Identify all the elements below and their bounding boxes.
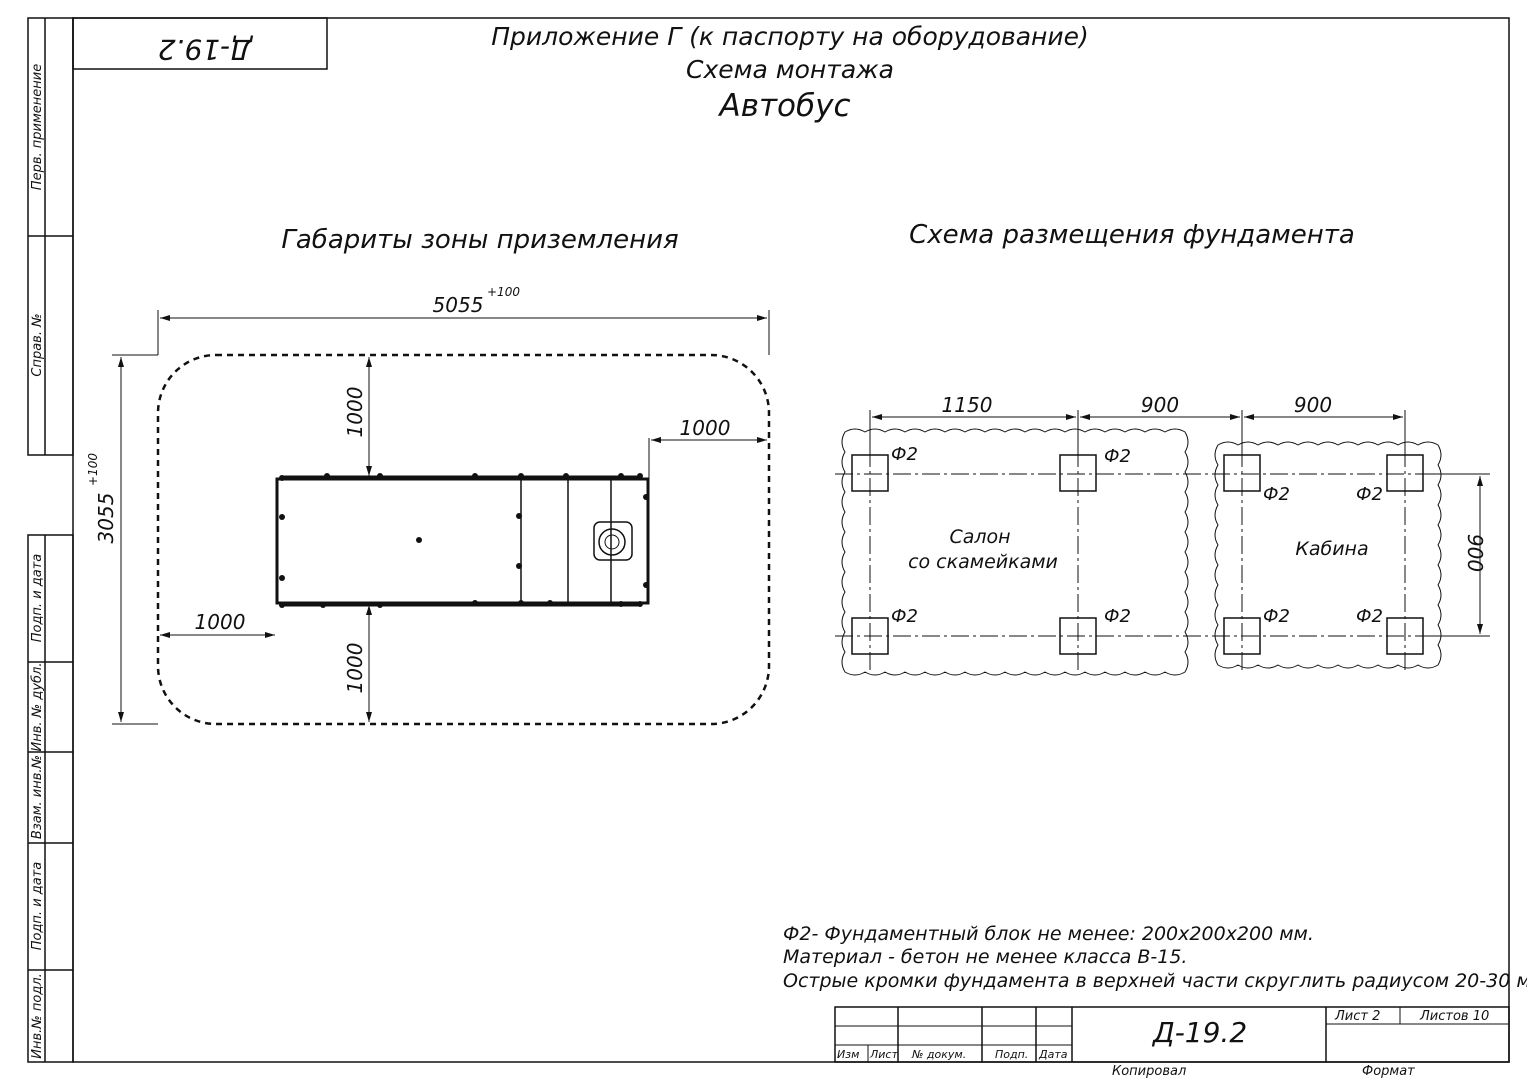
block-label-8: Ф2 bbox=[1356, 606, 1383, 627]
dim-height-text: 3055 bbox=[94, 493, 118, 544]
block-label-7: Ф2 bbox=[1263, 606, 1290, 627]
title-block bbox=[834, 1006, 1510, 1063]
bus-body bbox=[275, 475, 650, 607]
bus-bolts bbox=[279, 473, 649, 608]
side-label-podp-data-1: Подп. и дата bbox=[30, 554, 45, 643]
left-view-title: Габариты зоны приземления bbox=[281, 225, 678, 255]
block-label-1: Ф2 bbox=[891, 444, 918, 465]
col-podp: Подп. bbox=[995, 1048, 1028, 1061]
side-label-sprav-no: Справ. № bbox=[30, 313, 45, 376]
block-label-4: Ф2 bbox=[1356, 484, 1383, 505]
salon-foundation-zone bbox=[841, 428, 1189, 676]
dim-900-a-text: 900 bbox=[1141, 393, 1179, 417]
copied-label: Копировал bbox=[1112, 1064, 1186, 1079]
steering-wheel-icon bbox=[593, 521, 633, 561]
note-line-3: Острые кромки фундамента в верхней части… bbox=[783, 970, 1527, 992]
header-line-1: Приложение Г (к паспорту на оборудование… bbox=[491, 22, 1089, 51]
side-label-inv-dubl: Инв. № дубл. bbox=[30, 663, 45, 752]
title-block-code: Д-19.2 bbox=[1151, 1016, 1247, 1049]
header-line-3: Автобус bbox=[717, 88, 850, 124]
title-block-sheets: Листов 10 bbox=[1419, 1009, 1489, 1024]
dim-1150-text: 1150 bbox=[942, 393, 993, 417]
note-line-1: Ф2- Фундаментный блок не менее: 200х200х… bbox=[783, 923, 1314, 945]
code-box-top: Д-19.2 bbox=[72, 17, 328, 70]
dim-900-b-text: 900 bbox=[1294, 393, 1332, 417]
block-label-3: Ф2 bbox=[1263, 484, 1290, 505]
dim-width-text: 5055 bbox=[433, 293, 484, 317]
col-izm: Изм bbox=[837, 1048, 859, 1061]
block-label-2: Ф2 bbox=[1104, 446, 1131, 467]
col-doc: № докум. bbox=[911, 1048, 966, 1061]
title-block-sheet: Лист 2 bbox=[1334, 1009, 1380, 1024]
axis-lines bbox=[835, 420, 1455, 670]
right-view-title: Схема размещения фундамента bbox=[909, 220, 1355, 250]
col-data: Дата bbox=[1038, 1048, 1068, 1061]
side-label-inv-podl: Инв.№ подл. bbox=[30, 973, 45, 1059]
side-label-vzam-inv: Взам. инв.№ bbox=[30, 755, 45, 839]
cabin-foundation-zone bbox=[1214, 441, 1442, 669]
dim-height-tol: +100 bbox=[86, 453, 100, 486]
header-line-2: Схема монтажа bbox=[686, 55, 894, 84]
dim-width-tol: +100 bbox=[487, 285, 520, 299]
format-label: Формат bbox=[1362, 1064, 1415, 1079]
code-top-rotated: Д-19.2 bbox=[158, 33, 254, 66]
block-label-5: Ф2 bbox=[891, 606, 918, 627]
dim-bottom-text: 1000 bbox=[343, 643, 367, 694]
sheet-frame bbox=[27, 17, 1510, 1063]
dim-top-text: 1000 bbox=[343, 387, 367, 438]
col-list: Лист bbox=[869, 1048, 898, 1061]
block-label-6: Ф2 bbox=[1104, 606, 1131, 627]
cabin-label: Кабина bbox=[1295, 538, 1368, 560]
salon-label-1: Салон bbox=[949, 526, 1010, 548]
dim-900-v-text: 900 bbox=[1463, 534, 1487, 572]
salon-label-2: со скамейками bbox=[908, 551, 1058, 573]
side-label-perv-primenenie: Перв. применение bbox=[30, 64, 45, 190]
note-line-2: Материал - бетон не менее класса В-15. bbox=[783, 946, 1187, 968]
dim-left-text: 1000 bbox=[195, 610, 246, 634]
landing-zone-outline bbox=[156, 353, 771, 726]
side-label-podp-data-2: Подп. и дата bbox=[30, 862, 45, 951]
dim-right-text: 1000 bbox=[680, 416, 731, 440]
